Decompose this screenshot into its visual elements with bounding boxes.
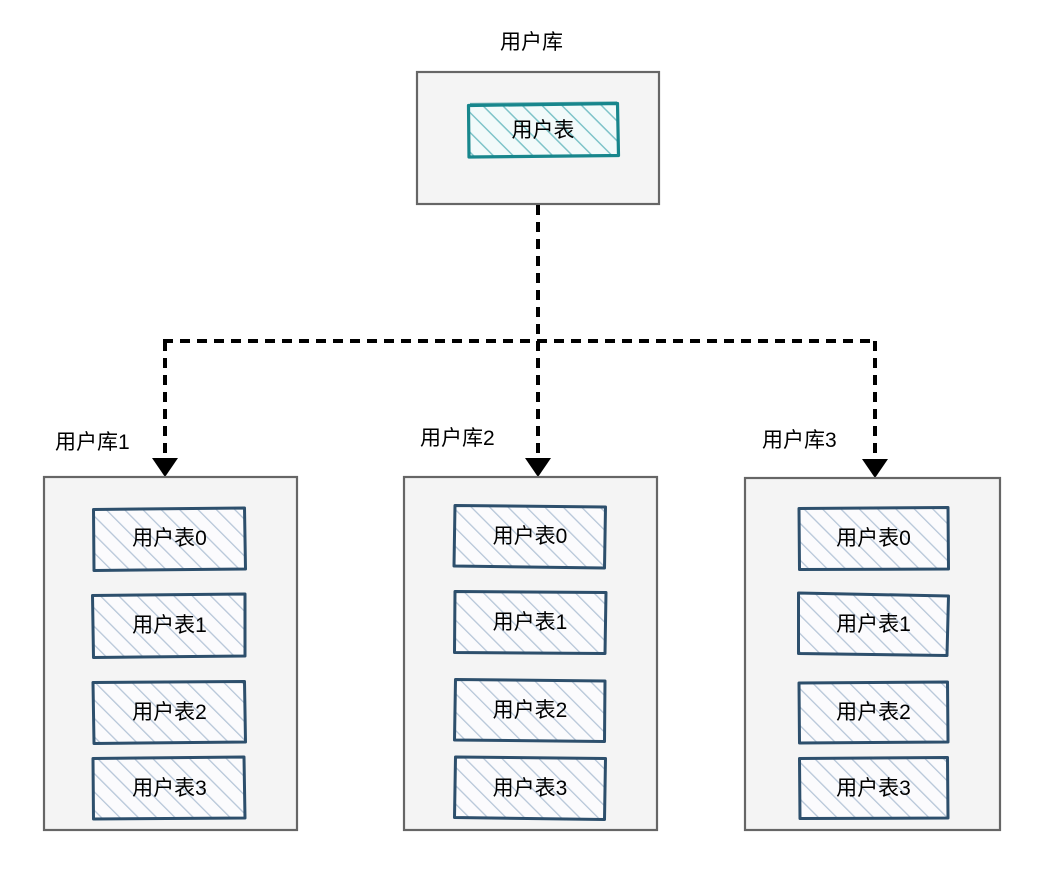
connector-lines [163,205,877,462]
shard-3-table-2[interactable] [797,680,950,745]
shard-2-table-2[interactable] [453,678,607,743]
shard-3-title: 用户库3 [762,429,837,452]
shard-2-title: 用户库2 [420,427,495,450]
shard-1-table-2[interactable] [91,680,247,745]
arrowhead-shard3 [862,459,888,478]
shard-1-table-3[interactable] [91,755,247,821]
shard-3-table-1[interactable] [797,591,950,657]
shard-2-table-0[interactable] [452,504,607,570]
shard-2-table-1[interactable] [453,590,608,655]
shard-1-title: 用户库1 [55,431,130,454]
source-database-title: 用户库 [500,31,563,54]
shard-2-tables [452,504,608,821]
shard-3-table-0[interactable] [797,506,950,571]
shard-1-table-0[interactable] [92,506,247,572]
source-table-shape[interactable] [466,101,621,159]
arrowhead-shard2 [525,458,551,477]
shard-2-table-3[interactable] [453,755,607,821]
shard-3-table-3[interactable] [798,756,950,820]
connector-arrowheads [152,458,888,478]
shard-1-table-1[interactable] [91,592,247,659]
shard-3-tables [797,506,950,820]
arrowhead-shard1 [152,458,178,477]
shard-1-tables [91,506,247,821]
